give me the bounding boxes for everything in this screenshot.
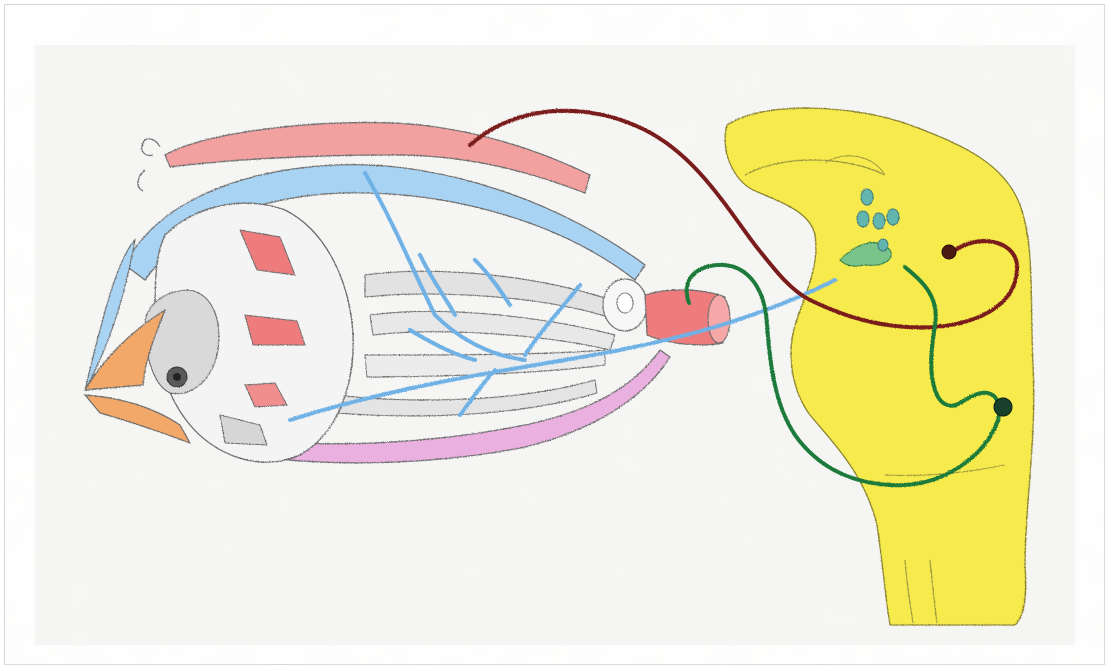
eye-nerve-drawing (5, 5, 1106, 666)
nucleus-brown-icon (942, 245, 956, 259)
figure-frame (4, 4, 1105, 665)
nucleus-green-icon (994, 398, 1012, 416)
